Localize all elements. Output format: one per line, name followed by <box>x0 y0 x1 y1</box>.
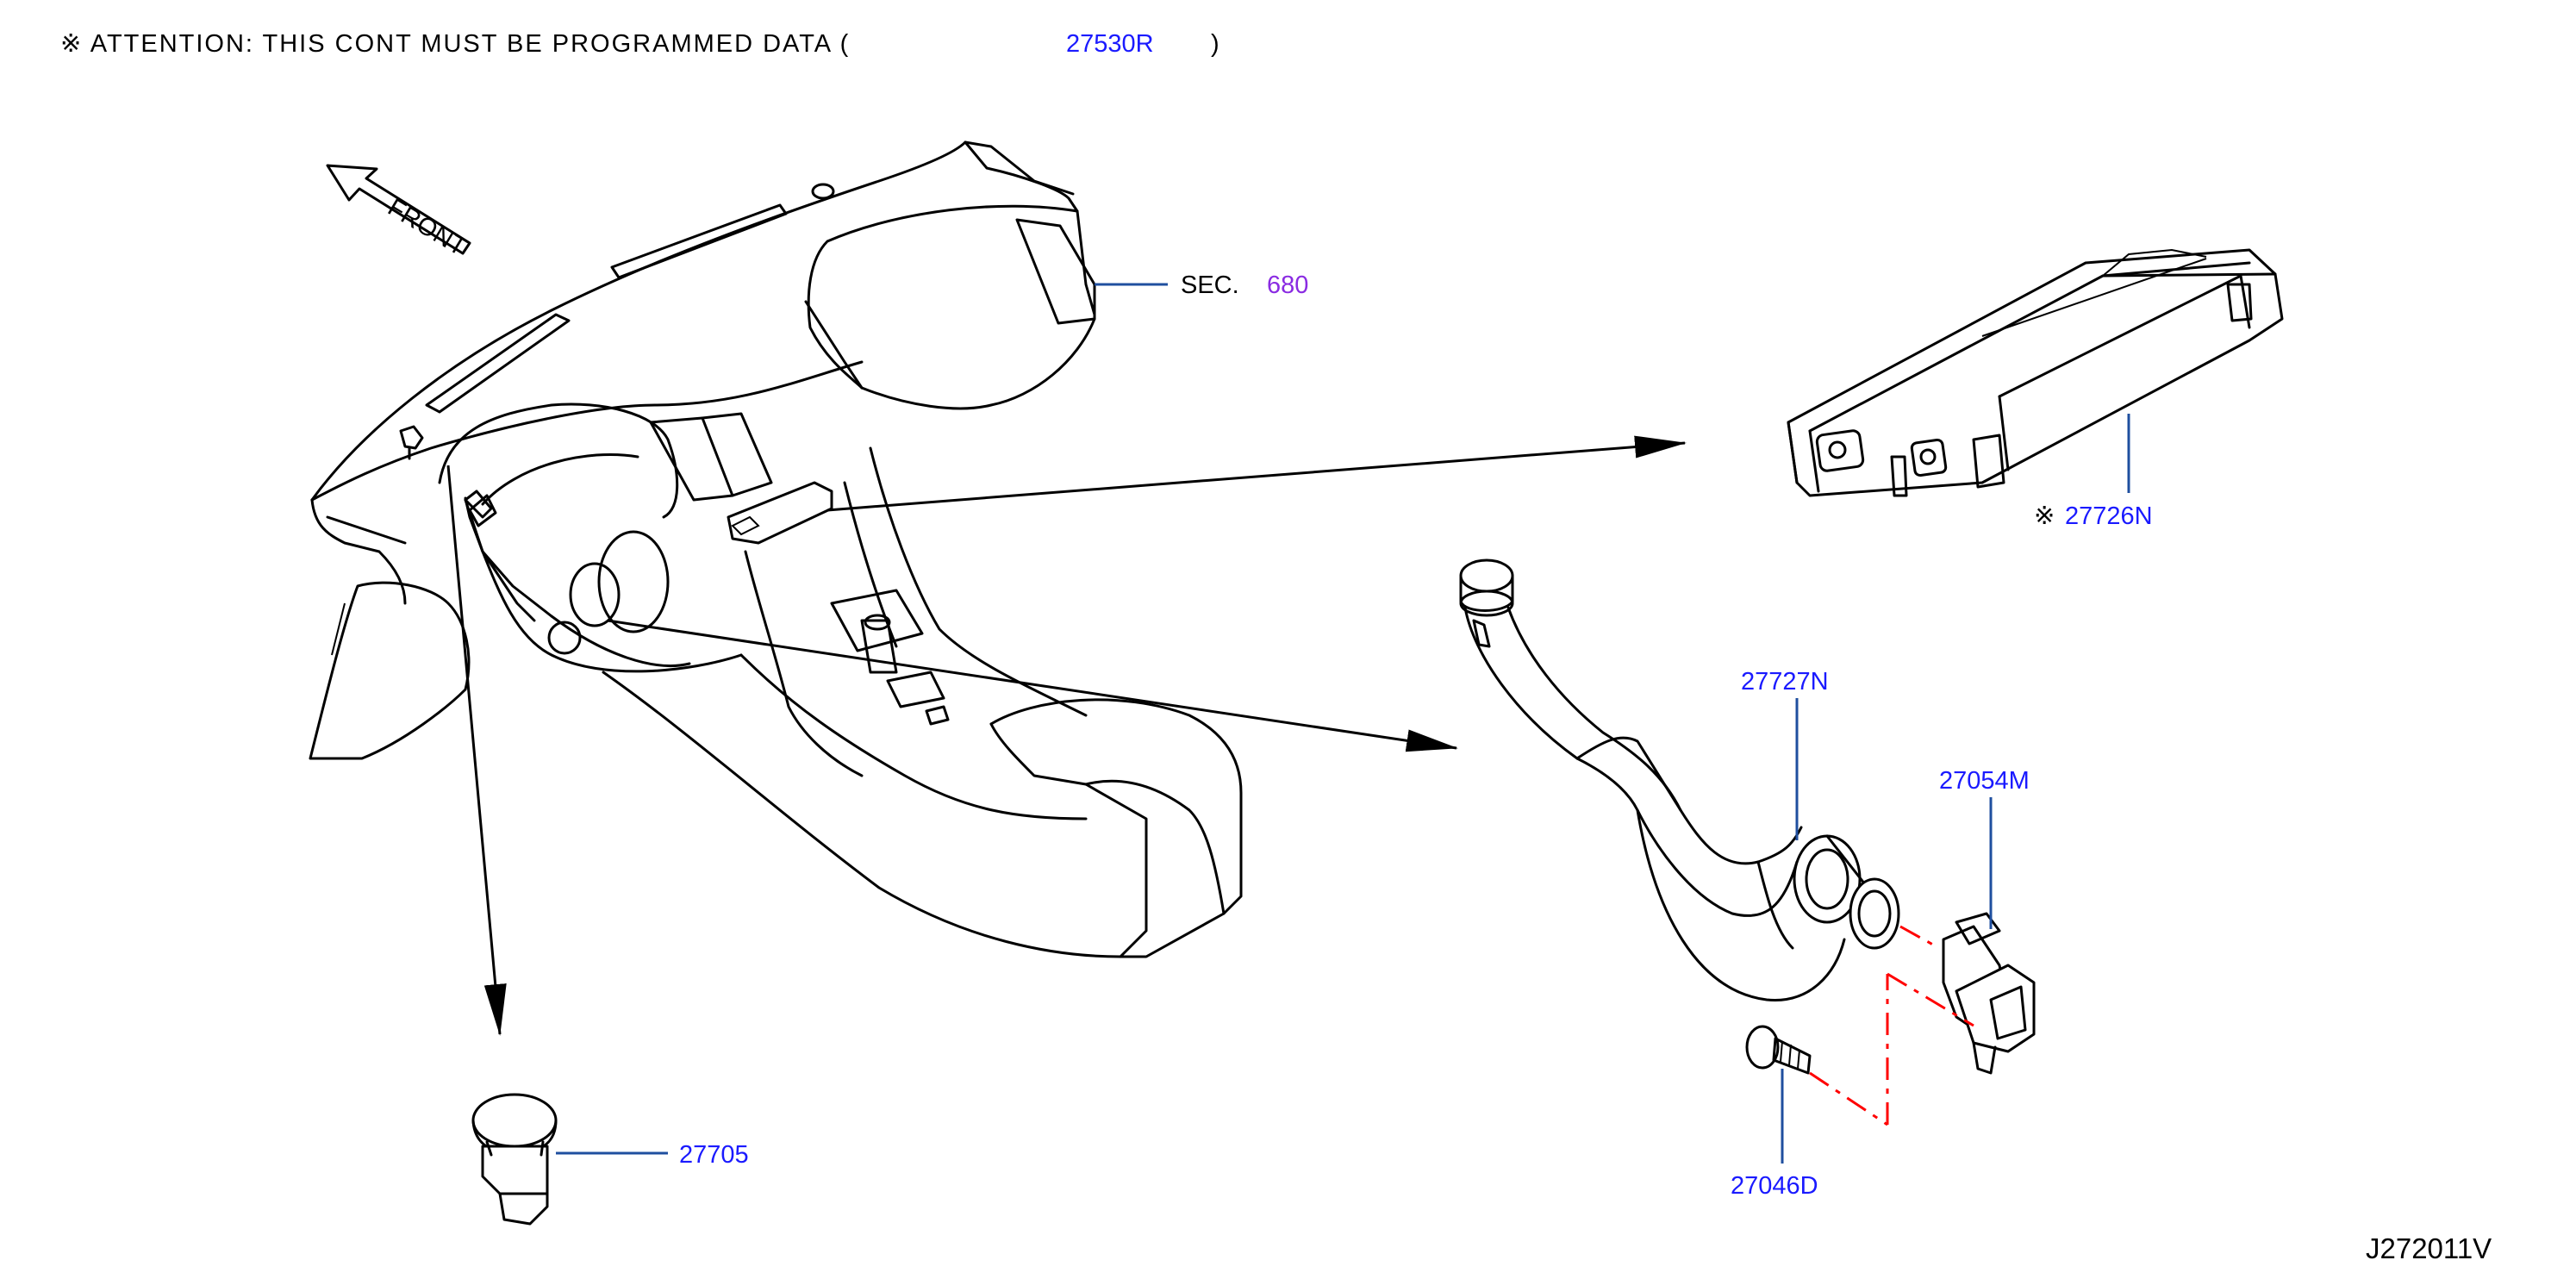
instrument-panel-drawing <box>309 140 1243 958</box>
arrow-to-mic-assembly <box>607 619 1458 752</box>
part-link-27726N[interactable]: 27726N <box>2065 502 2153 530</box>
programmed-mark-icon: ※ <box>2034 502 2055 530</box>
sensor-27705-drawing <box>471 1093 558 1226</box>
front-label: FRONT <box>383 194 471 262</box>
sec-label: SEC. <box>1181 271 1239 299</box>
arrow-to-ecu <box>826 435 1687 512</box>
attention-text: ※ ATTENTION: THIS CONT MUST BE PROGRAMME… <box>60 30 850 58</box>
control-unit-drawing <box>1787 248 2284 497</box>
arrow-to-27705 <box>446 465 507 1036</box>
attention-header: ※ ATTENTION: THIS CONT MUST BE PROGRAMME… <box>60 30 1219 58</box>
part-link-27727N[interactable]: 27727N <box>1741 668 1829 696</box>
part-link-27705[interactable]: 27705 <box>679 1141 749 1169</box>
attention-part-link[interactable]: 27530R <box>1066 30 1154 58</box>
assembly-guide-lines <box>1809 925 1974 1126</box>
front-arrow-icon <box>326 164 471 255</box>
part-link-27046D[interactable]: 27046D <box>1731 1172 1818 1200</box>
diagram-id: J272011V <box>2366 1232 2492 1264</box>
sec-680-link[interactable]: 680 <box>1267 271 1308 299</box>
attention-close-paren: ) <box>1211 30 1219 58</box>
tube-assembly-drawing <box>1459 558 2036 1075</box>
part-link-27054M[interactable]: 27054M <box>1939 767 2030 795</box>
